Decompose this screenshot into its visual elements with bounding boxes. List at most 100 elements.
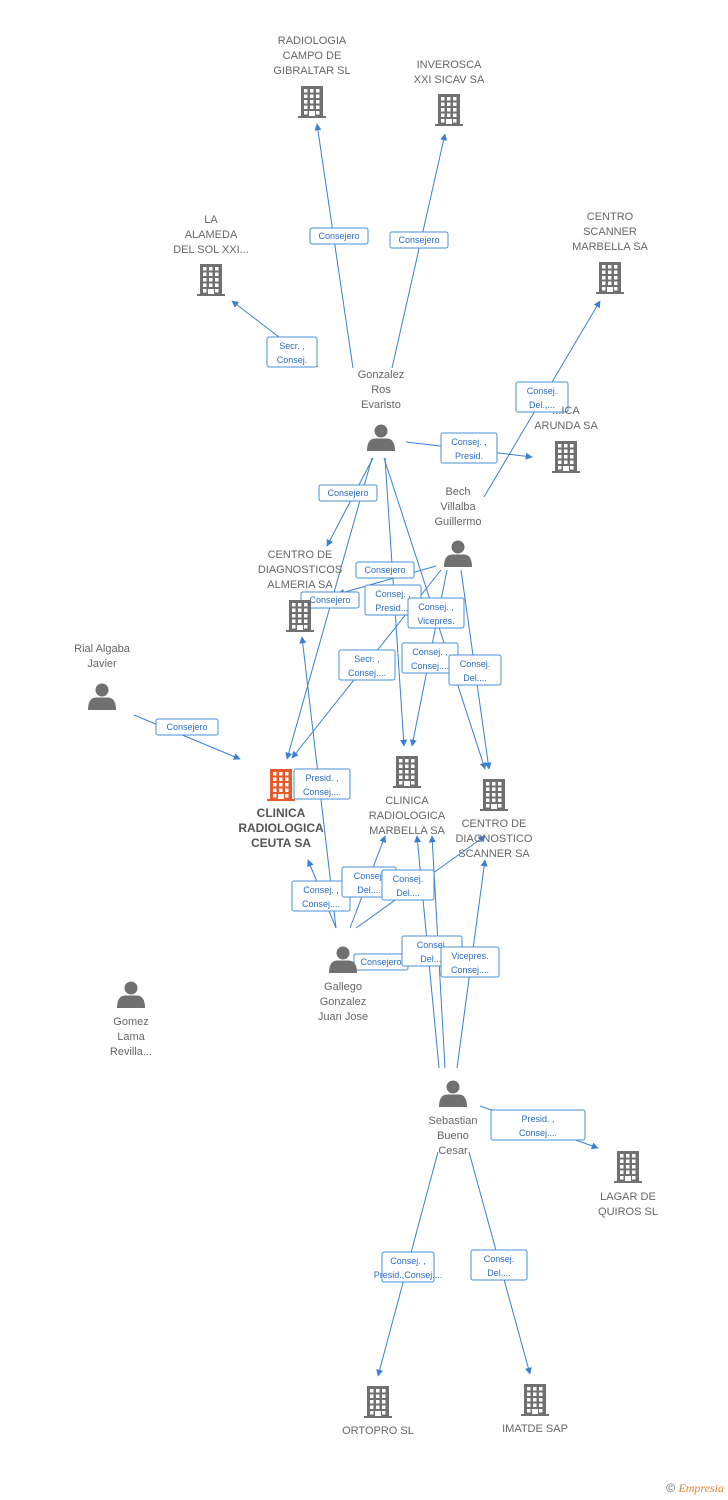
building-icon[interactable] xyxy=(480,779,508,811)
edge-label-text: Del.... xyxy=(463,673,487,683)
node-label: Bueno xyxy=(437,1130,469,1142)
edge-label-box[interactable] xyxy=(381,869,435,901)
edge-label-text: Consej. , xyxy=(390,1256,426,1266)
edge-label-box[interactable] xyxy=(309,227,369,245)
node-label: Lama xyxy=(117,1031,145,1043)
edge-label-box[interactable] xyxy=(389,231,449,249)
node-label: Gomez xyxy=(113,1016,148,1028)
edge-label[interactable]: Presid. ,Consej.... xyxy=(490,1109,586,1141)
building-icon[interactable] xyxy=(393,756,421,788)
edge-label[interactable]: Consejero xyxy=(309,227,369,245)
building-icon[interactable] xyxy=(552,441,580,473)
edge-label[interactable]: Consejero xyxy=(389,231,449,249)
node-label: RADIOLOGIA xyxy=(278,35,347,47)
edge-label-text: Consej. xyxy=(484,1254,515,1264)
edge-label-box[interactable] xyxy=(470,1249,528,1281)
edge-label-box[interactable] xyxy=(318,484,378,502)
edge-label[interactable]: Consej. Del.... xyxy=(448,654,502,686)
edge-label[interactable]: Consej. ,Presid.... xyxy=(364,584,422,616)
edge-label[interactable]: Consej.Del.,... xyxy=(515,381,569,413)
edge-rial_algaba-to-clinica_ceuta xyxy=(133,714,241,760)
edge-label-text: Consej.... xyxy=(348,668,386,678)
edge-label-text: Consejero xyxy=(166,722,207,732)
building-icon[interactable] xyxy=(596,262,624,294)
node-imatde[interactable]: IMATDE SAP xyxy=(502,1384,568,1435)
edge-label-box[interactable] xyxy=(448,654,502,686)
brand-logo[interactable]: Empresia xyxy=(678,1481,724,1495)
building-icon[interactable] xyxy=(435,94,463,126)
edge-label-box[interactable] xyxy=(293,768,351,800)
edge-label[interactable]: Consejero xyxy=(355,561,415,579)
edge-bech_villalba-to-centro_diag_almeria xyxy=(337,565,437,596)
edge-label[interactable]: Consejero xyxy=(318,484,378,502)
building-icon[interactable] xyxy=(267,769,295,801)
person-icon[interactable] xyxy=(117,981,145,1009)
person-icon[interactable] xyxy=(444,540,472,568)
node-label: SCANNER xyxy=(583,226,637,238)
node-label: Evaristo xyxy=(361,399,401,411)
edge-label[interactable]: Secr. ,Consej. xyxy=(266,336,318,368)
edge-label-text: Consej. xyxy=(460,659,491,669)
edge-label-text: Consej. , xyxy=(412,647,448,657)
edge-label-text: Consej. xyxy=(393,874,424,884)
building-icon[interactable] xyxy=(286,600,314,632)
edge-label-box[interactable] xyxy=(266,336,318,368)
edge-label[interactable]: Consej. Del.... xyxy=(381,869,435,901)
person-icon[interactable] xyxy=(439,1080,467,1108)
edge-label[interactable]: Consej. ,Consej.... xyxy=(291,880,351,912)
person-icon[interactable] xyxy=(329,946,357,974)
edge-label[interactable]: Consej. ,Presid. xyxy=(440,432,498,464)
node-label: DIAGNOSTICO xyxy=(455,833,532,845)
edge-label-box[interactable] xyxy=(155,718,219,736)
edge-label[interactable]: Consej. ,Presid.,Consej.... xyxy=(374,1251,443,1283)
node-label: Javier xyxy=(87,658,117,670)
node-label: GIBRALTAR SL xyxy=(273,65,350,77)
edge-label[interactable]: Consejero xyxy=(155,718,219,736)
edge-label[interactable]: Consej. ,Vicepres. xyxy=(407,597,465,629)
edge-label-box[interactable] xyxy=(440,946,500,978)
node-label: Gonzalez xyxy=(358,369,404,381)
edge-label-text: Del.... xyxy=(357,885,381,895)
edge-label-box[interactable] xyxy=(381,1251,435,1283)
edge-label-text: Del.... xyxy=(396,888,420,898)
edge-label-box[interactable] xyxy=(407,597,465,629)
edge-label[interactable]: Vicepres.Consej.... xyxy=(440,946,500,978)
node-label: RADIOLOGICA xyxy=(238,821,324,835)
edge-label[interactable]: Consej.Del.... xyxy=(470,1249,528,1281)
node-gomez-lama[interactable]: GomezLamaRevilla... xyxy=(110,981,152,1059)
person-icon[interactable] xyxy=(88,683,116,711)
building-icon[interactable] xyxy=(298,86,326,118)
edge-label-box[interactable] xyxy=(338,649,396,681)
edge-label-box[interactable] xyxy=(490,1109,586,1141)
edge-label-text: Consej.... xyxy=(451,965,489,975)
node-ortopro[interactable]: ORTOPRO SL xyxy=(342,1386,414,1437)
building-icon[interactable] xyxy=(197,264,225,296)
edge-label[interactable]: Secr. ,Consej.... xyxy=(338,649,396,681)
edge-label[interactable]: Consejero xyxy=(300,591,360,609)
building-icon[interactable] xyxy=(614,1151,642,1183)
edge-label[interactable]: Consejero xyxy=(353,953,409,971)
building-icon[interactable] xyxy=(364,1386,392,1418)
edge-label-box[interactable] xyxy=(515,381,569,413)
edge-label[interactable]: Presid. ,Consej.... xyxy=(293,768,351,800)
edge-label-text: Consejero xyxy=(364,565,405,575)
building-icon[interactable] xyxy=(521,1384,549,1416)
edge-label-box[interactable] xyxy=(440,432,498,464)
edge-label-box[interactable] xyxy=(355,561,415,579)
person-icon[interactable] xyxy=(367,424,395,452)
